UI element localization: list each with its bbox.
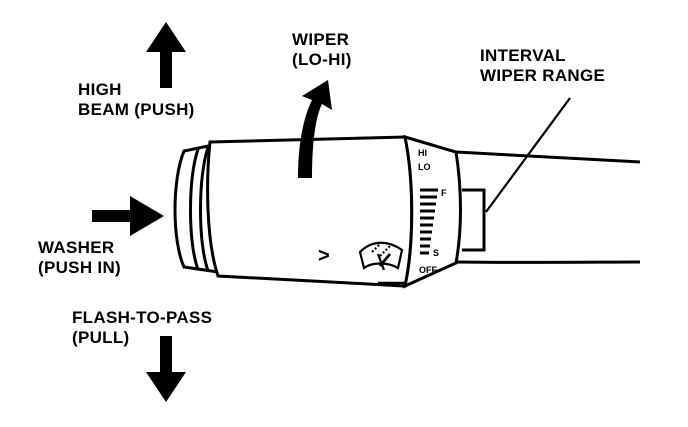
washer-label-line-1: WASHER bbox=[38, 238, 115, 257]
interval-wiper-range-label-line-1: INTERVAL bbox=[480, 46, 566, 65]
wiper-label-line-1: WIPER bbox=[292, 30, 350, 49]
high-beam-label-line-2: BEAM (PUSH) bbox=[78, 100, 195, 119]
flash-to-pass-pull-arrow-icon bbox=[146, 336, 186, 402]
washer-label-line-2: (PUSH IN) bbox=[38, 258, 121, 277]
windshield-wiper-icon bbox=[358, 241, 404, 271]
interval-scale-bars bbox=[420, 188, 438, 255]
wiper-lo-hi-arrow-icon bbox=[298, 80, 332, 178]
scale-s-label: S bbox=[433, 248, 439, 258]
washer-push-in-arrow-icon bbox=[92, 196, 164, 236]
scale-hi-label: HI bbox=[418, 148, 427, 158]
scale-lo-label: LO bbox=[418, 162, 431, 172]
pointer-symbol: > bbox=[318, 245, 330, 267]
scale-off-label: OFF bbox=[419, 265, 437, 275]
scale-f-label: F bbox=[441, 188, 447, 198]
flash-to-pass-label-line-1: FLASH-TO-PASS bbox=[72, 308, 213, 327]
high-beam-push-arrow-icon bbox=[146, 22, 186, 88]
stalk-shaft bbox=[455, 150, 641, 264]
interval-leader-line bbox=[485, 97, 571, 213]
flash-to-pass-label-line-2: (PULL) bbox=[72, 328, 130, 347]
wiper-label-line-2: (LO-HI) bbox=[292, 50, 352, 69]
interval-wiper-range-label-line-2: WIPER RANGE bbox=[480, 66, 606, 85]
high-beam-label-line-1: HIGH bbox=[78, 80, 122, 99]
interval-range-bracket bbox=[462, 188, 486, 252]
